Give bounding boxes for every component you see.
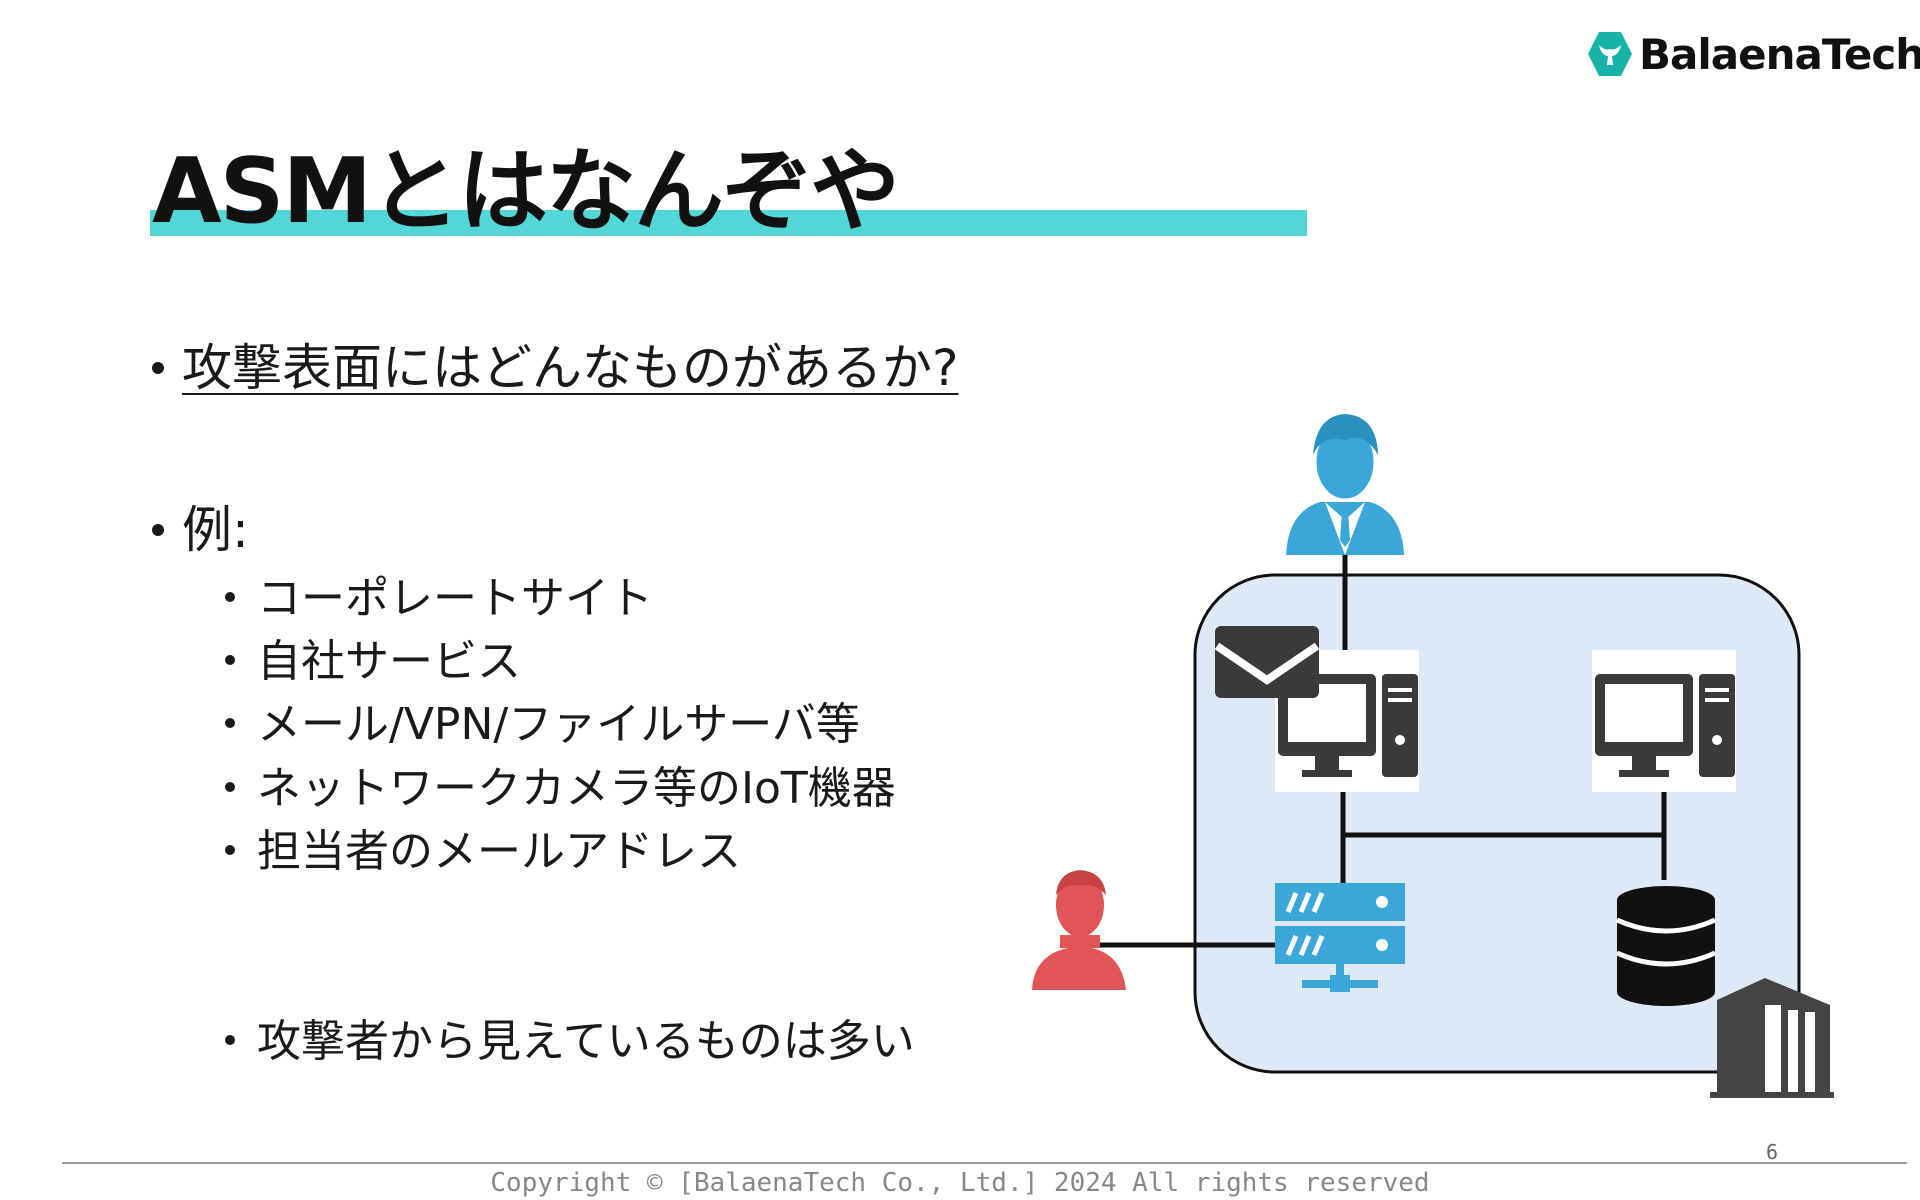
conclusion-bullet: 攻撃者から見えているものは多い [225, 1005, 915, 1069]
bullet-dot [225, 845, 235, 855]
example-text: コーポレートサイト [257, 573, 653, 624]
example-text: 自社サービス [257, 636, 521, 687]
bullet-dot [225, 655, 235, 665]
database-icon [1615, 886, 1717, 1006]
bullet-dot [152, 523, 164, 536]
example-item: コーポレートサイト [225, 562, 653, 626]
attacker-icon [1032, 870, 1126, 990]
server-icon [1275, 883, 1405, 992]
example-item: メール/VPN/ファイルサーバ等 [225, 688, 860, 752]
user-icon [1286, 414, 1404, 555]
bullet-dot [152, 361, 164, 374]
example-text: ネットワークカメラ等のIoT機器 [257, 763, 896, 814]
whale-tail-icon [1588, 32, 1632, 76]
network-wires [1090, 555, 1667, 948]
examples-label: 例: [182, 501, 249, 559]
examples-bullet: 例: [152, 490, 249, 562]
example-item: 自社サービス [225, 625, 521, 689]
bullet-dot [225, 1035, 235, 1045]
slide-title: ASMとはなんぞや [152, 139, 900, 244]
brand-logo: BalaenaTech [1585, 26, 1920, 82]
question-bullet: 攻撃表面にはどんなものがあるか? [152, 328, 959, 400]
example-text: 担当者のメールアドレス [257, 826, 741, 877]
conclusion-text: 攻撃者から見えているものは多い [257, 1016, 915, 1067]
bullet-dot [225, 718, 235, 728]
page-number: 6 [1766, 1140, 1779, 1164]
copyright-text: Copyright © [BalaenaTech Co., Ltd.] 2024… [490, 1168, 1430, 1198]
footer-divider [62, 1162, 1907, 1164]
bullet-dot [225, 782, 235, 792]
example-item: ネットワークカメラ等のIoT機器 [225, 752, 896, 816]
network-diagram [1032, 414, 1834, 1098]
computer-icon [1592, 650, 1736, 792]
brand-name: BalaenaTech [1639, 29, 1920, 79]
example-text: メール/VPN/ファイルサーバ等 [257, 699, 860, 750]
title-accent-bar [150, 210, 1307, 236]
example-item: 担当者のメールアドレス [225, 815, 741, 879]
question-text: 攻撃表面にはどんなものがあるか? [182, 339, 959, 397]
mail-icon [1214, 626, 1320, 698]
building-icon [1710, 978, 1834, 1098]
bullet-dot [225, 592, 235, 602]
computer-icon [1275, 650, 1419, 792]
